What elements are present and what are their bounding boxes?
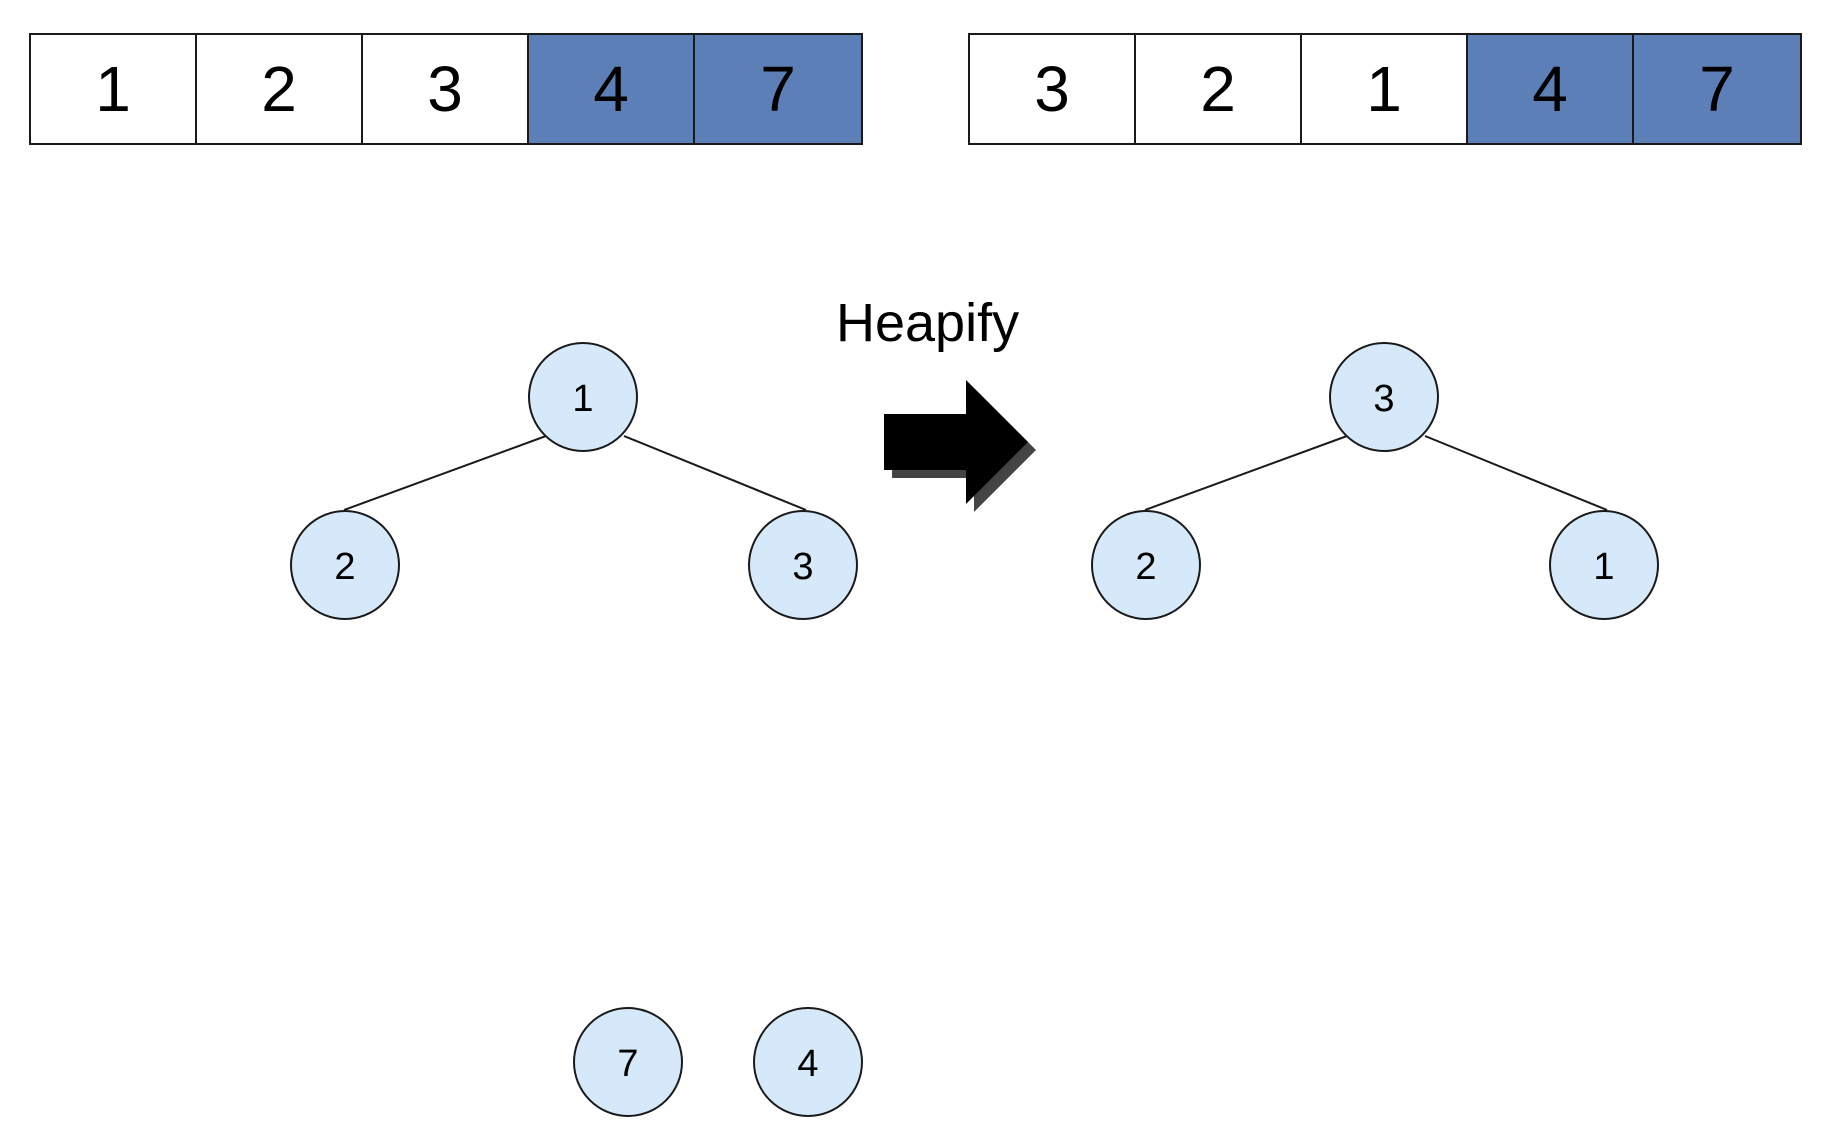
tree-after-left-node: 2 xyxy=(1091,510,1201,620)
tree-before-edge-right xyxy=(623,435,807,511)
array-after-cell-1: 2 xyxy=(1136,35,1302,143)
array-after-cell-0: 3 xyxy=(970,35,1136,143)
array-after-cell-4: 7 xyxy=(1634,35,1800,143)
tree-after-root-node: 3 xyxy=(1329,342,1439,452)
tree-after-right-label: 1 xyxy=(1593,546,1614,588)
tree-after-edge-left xyxy=(1144,435,1348,511)
tree-before-root-label: 1 xyxy=(572,378,593,420)
array-before-cell-1: 2 xyxy=(197,35,363,143)
tree-after-right-node: 1 xyxy=(1549,510,1659,620)
array-before-cell-2: 3 xyxy=(363,35,529,143)
array-before-cell-3: 4 xyxy=(529,35,695,143)
tree-after-left-label: 2 xyxy=(1135,546,1156,588)
array-after: 3 2 1 4 7 xyxy=(968,33,1802,145)
detached-node-4-label: 4 xyxy=(797,1043,818,1085)
tree-after-root-label: 3 xyxy=(1373,378,1394,420)
heapify-label: Heapify xyxy=(836,293,1020,353)
tree-before-edge-left xyxy=(343,435,547,511)
array-before: 1 2 3 4 7 xyxy=(29,33,863,145)
array-before-cell-0: 1 xyxy=(31,35,197,143)
tree-before-root-node: 1 xyxy=(528,342,638,452)
array-after-cell-2: 1 xyxy=(1302,35,1468,143)
detached-node-4: 4 xyxy=(753,1007,863,1117)
tree-before-left-node: 2 xyxy=(290,510,400,620)
detached-node-7: 7 xyxy=(573,1007,683,1117)
tree-before-right-node: 3 xyxy=(748,510,858,620)
tree-before-left-label: 2 xyxy=(334,546,355,588)
tree-after-edge-right xyxy=(1424,435,1608,511)
detached-node-7-label: 7 xyxy=(617,1043,638,1085)
tree-before-right-label: 3 xyxy=(792,546,813,588)
right-arrow-icon xyxy=(884,380,1036,512)
array-after-cell-3: 4 xyxy=(1468,35,1634,143)
array-before-cell-4: 7 xyxy=(695,35,861,143)
